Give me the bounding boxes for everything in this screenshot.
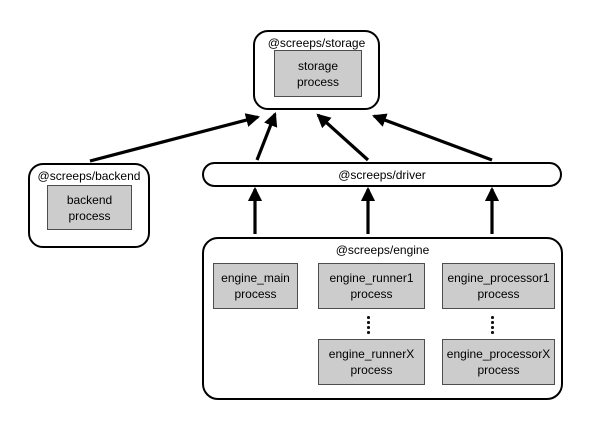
engine-runnerX-process-box: engine_runnerX process (318, 339, 425, 385)
edge-driver-to-storage-left (255, 112, 278, 161)
backend-process-box: backend process (47, 185, 132, 230)
engine-title: @screeps/engine (335, 243, 430, 257)
edge-backend-to-storage (89, 113, 261, 163)
runner-vertical-dots-icon (367, 316, 370, 334)
edge-driver-to-storage-right (372, 113, 493, 162)
processor-vertical-dots-icon (491, 316, 494, 334)
storage-title: @screeps/storage (267, 36, 366, 50)
engine-runner1-process-box: engine_runner1 process (318, 263, 425, 309)
storage-process-box: storage process (274, 50, 362, 97)
engine-processorX-process-box: engine_processorX process (442, 339, 555, 385)
backend-title: @screeps/backend (37, 169, 141, 183)
engine-main-process-box: engine_main process (213, 263, 298, 309)
engine-processor1-process-box: engine_processor1 process (442, 263, 555, 309)
node-driver: @screeps/driver (202, 162, 562, 187)
driver-title: @screeps/driver (338, 167, 426, 182)
edge-driver-to-storage-middle (316, 113, 370, 162)
